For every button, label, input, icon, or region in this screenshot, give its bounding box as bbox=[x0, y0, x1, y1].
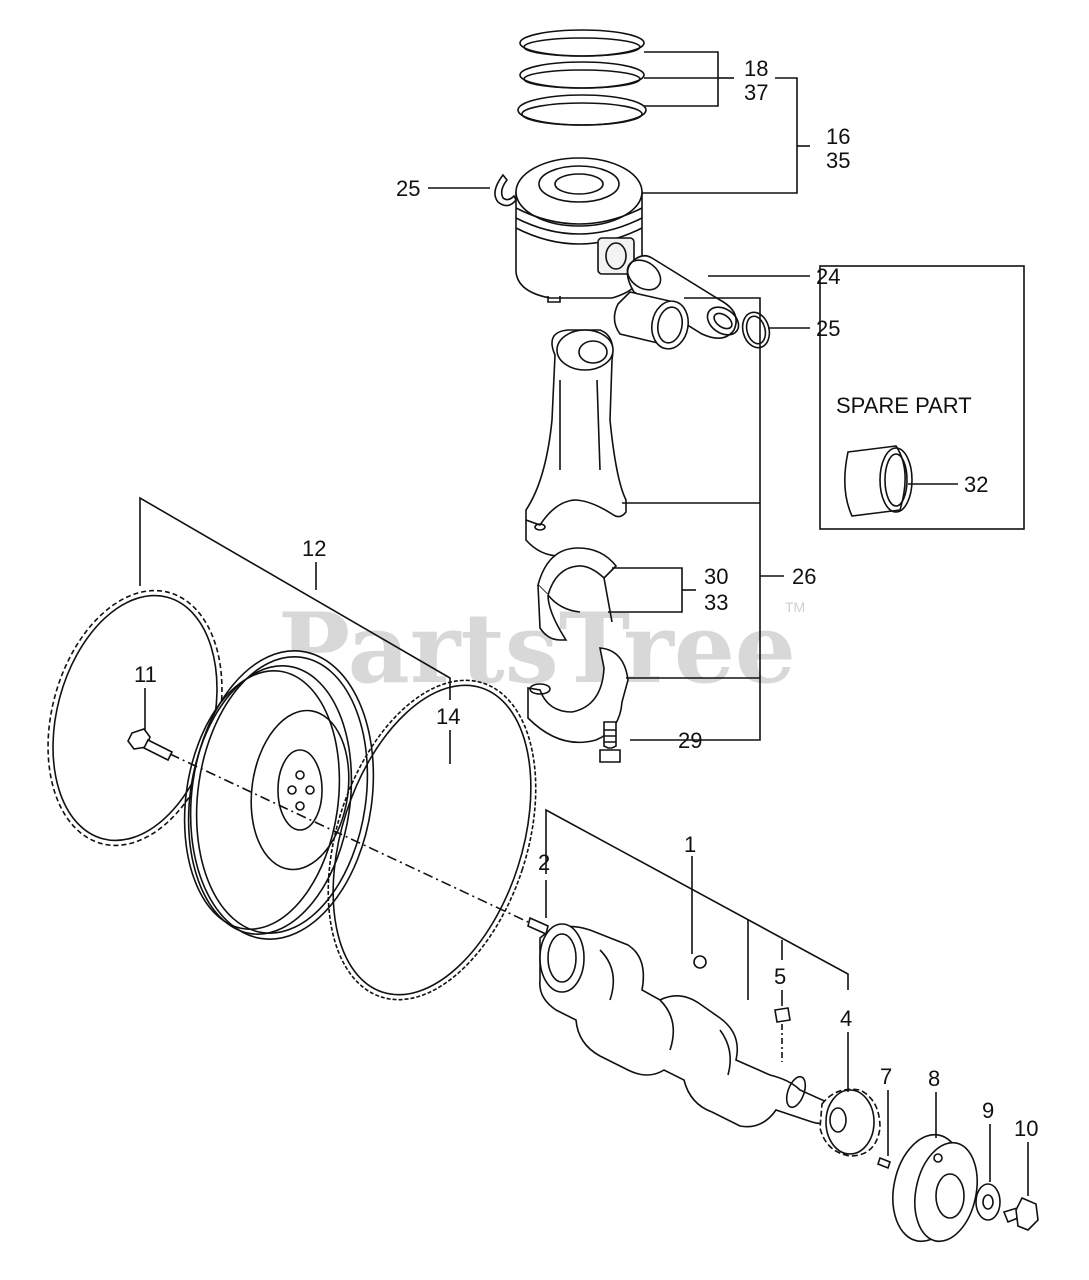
callout-2[interactable]: 2 bbox=[538, 850, 550, 875]
callout-24[interactable]: 24 bbox=[816, 264, 840, 289]
flywheel-bolt[interactable] bbox=[127, 728, 174, 762]
callout-1[interactable]: 1 bbox=[684, 832, 696, 857]
callout-16[interactable]: 16 bbox=[826, 124, 850, 149]
flywheel[interactable] bbox=[169, 639, 392, 951]
piston-pin[interactable] bbox=[622, 254, 744, 341]
bearing-shell-upper[interactable] bbox=[537, 547, 618, 641]
callout-7[interactable]: 7 bbox=[880, 1064, 892, 1089]
callout-29[interactable]: 29 bbox=[678, 728, 702, 753]
crank-pulley[interactable] bbox=[884, 1128, 986, 1248]
callout-9[interactable]: 9 bbox=[982, 1098, 994, 1123]
callout-30[interactable]: 30 bbox=[704, 564, 728, 589]
callouts: 18 37 16 35 25 24 25 26 30 33 29 12 11 1… bbox=[134, 56, 1038, 1141]
callout-26[interactable]: 26 bbox=[792, 564, 816, 589]
callout-12[interactable]: 12 bbox=[302, 536, 326, 561]
callout-5[interactable]: 5 bbox=[774, 964, 786, 989]
callout-8[interactable]: 8 bbox=[928, 1066, 940, 1091]
callout-32[interactable]: 32 bbox=[964, 472, 988, 497]
leader-lines bbox=[139, 51, 1029, 1196]
piston[interactable] bbox=[515, 157, 643, 303]
watermark-text: PartsTree bbox=[278, 592, 796, 705]
circlip-left[interactable] bbox=[494, 173, 517, 207]
watermark: PartsTree TM bbox=[278, 592, 805, 705]
connecting-rod[interactable] bbox=[525, 329, 627, 557]
circlip-right[interactable] bbox=[739, 309, 773, 351]
small-end-bushing[interactable] bbox=[613, 291, 691, 352]
pulley-bolt[interactable] bbox=[1002, 1196, 1039, 1231]
callout-4[interactable]: 4 bbox=[840, 1006, 852, 1031]
rod-bolt[interactable] bbox=[599, 721, 621, 763]
crankshaft[interactable] bbox=[539, 923, 842, 1128]
rod-cap[interactable] bbox=[527, 647, 629, 744]
pulley-pin[interactable] bbox=[877, 1156, 891, 1170]
washer[interactable] bbox=[975, 1183, 1001, 1221]
callout-33[interactable]: 33 bbox=[704, 590, 728, 615]
watermark-tm: TM bbox=[785, 599, 805, 615]
dowel-pin[interactable] bbox=[527, 916, 549, 936]
callout-25-right[interactable]: 25 bbox=[816, 316, 840, 341]
spare-part-title: SPARE PART bbox=[836, 393, 972, 418]
callout-14[interactable]: 14 bbox=[436, 704, 460, 729]
callout-10[interactable]: 10 bbox=[1014, 1116, 1038, 1141]
plug[interactable] bbox=[693, 955, 707, 969]
callout-35[interactable]: 35 bbox=[826, 148, 850, 173]
callout-18[interactable]: 18 bbox=[744, 56, 768, 81]
piston-rings[interactable] bbox=[517, 29, 647, 126]
callout-37[interactable]: 37 bbox=[744, 80, 768, 105]
crank-gear[interactable] bbox=[819, 1088, 881, 1157]
callout-25-left[interactable]: 25 bbox=[396, 176, 420, 201]
ring-gear[interactable] bbox=[291, 654, 574, 1027]
key[interactable] bbox=[774, 1007, 791, 1023]
spare-part-box: SPARE PART 32 bbox=[819, 265, 1025, 530]
callout-11[interactable]: 11 bbox=[134, 662, 157, 687]
